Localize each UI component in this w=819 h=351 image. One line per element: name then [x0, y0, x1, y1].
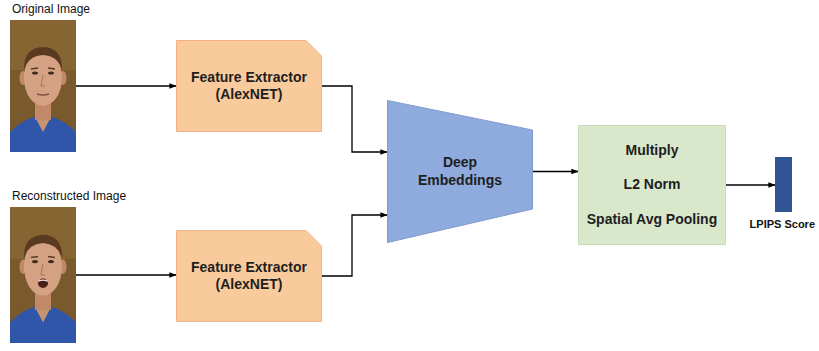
reconstructed-photo: Reconstructed Image: [10, 207, 76, 343]
photo-detail: [24, 47, 62, 70]
arrow-connector: [76, 274, 176, 275]
reconstructed-photo-shape: [10, 207, 76, 343]
photo-detail: [48, 260, 54, 263]
original-photo-shape: [10, 20, 76, 152]
arrow-connector: [76, 85, 176, 86]
photo-detail: [31, 256, 55, 257]
score-label: LPIPS Score: [750, 218, 815, 230]
embedding-trapezoid: Deep Embeddings: [387, 100, 533, 243]
arrow-connector: [322, 215, 387, 276]
box-label: Multiply: [626, 142, 679, 160]
photo-detail: [31, 68, 55, 69]
metric-box-outline: [579, 126, 726, 245]
photo-detail: [41, 75, 45, 86]
photo-detail: [37, 94, 49, 95]
text-area: Feature Extractor (AlexNET): [176, 40, 322, 132]
text-area: Multiply L2 NormSpatial Avg Pooling: [578, 125, 726, 245]
photo-detail: [41, 264, 45, 275]
embedding-trapezoid-outline: [388, 101, 533, 243]
feature-extractor-box: Feature Extractor (AlexNET): [176, 40, 322, 132]
box-label: Feature Extractor (AlexNET): [184, 69, 314, 104]
original-photo: Original Image: [10, 20, 76, 152]
score-bar-outline: [775, 157, 792, 212]
image-caption: Reconstructed Image: [12, 189, 126, 203]
photo-detail: [38, 279, 48, 288]
box-label: L2 Norm: [624, 176, 681, 194]
photo-detail: [39, 280, 48, 281]
photo-detail: [32, 260, 38, 263]
box-label: Feature Extractor (AlexNET): [184, 259, 314, 294]
photo-detail: [10, 307, 76, 343]
feature-extractor-box: Feature Extractor (AlexNET): [176, 230, 322, 322]
text-area: Deep Embeddings: [387, 100, 533, 243]
feature-extractor-box-outline: [177, 41, 322, 132]
score-bar: LPIPS Score: [775, 157, 792, 212]
photo-detail: [48, 71, 54, 74]
text-area: Feature Extractor (AlexNET): [176, 230, 322, 322]
score-bar-shape: [775, 157, 792, 212]
photo-detail: [10, 117, 76, 152]
arrow-connector: [533, 171, 578, 172]
photo-detail: [10, 207, 76, 343]
box-label: Deep Embeddings: [410, 154, 510, 189]
photo-detail: [32, 71, 38, 74]
image-caption: Original Image: [12, 2, 90, 16]
feature-extractor-box-outline: [177, 231, 322, 322]
box-label: Spatial Avg Pooling: [587, 211, 717, 229]
photo-detail: [10, 20, 76, 152]
photo-detail: [24, 235, 62, 259]
metric-box: Multiply L2 NormSpatial Avg Pooling: [578, 125, 726, 245]
arrow-connector: [726, 184, 775, 185]
arrow-connector: [322, 86, 387, 152]
